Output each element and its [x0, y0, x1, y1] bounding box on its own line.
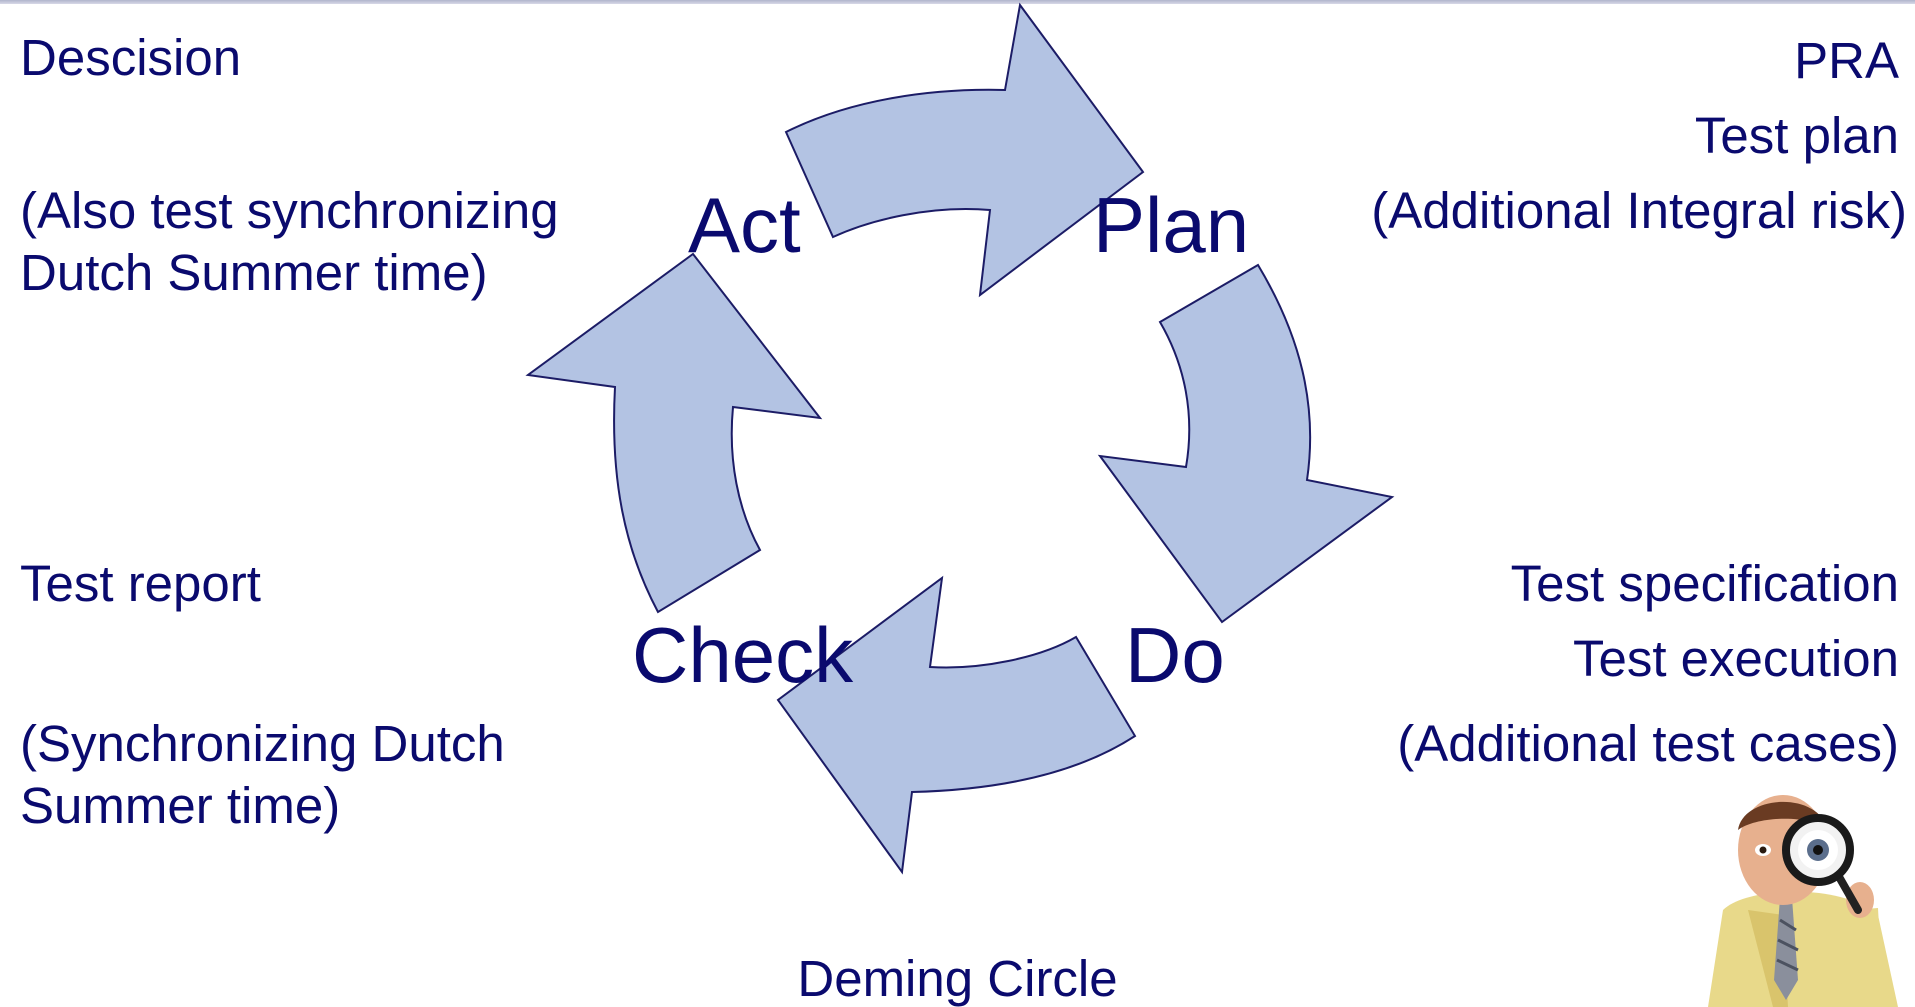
magnifying-glass-person-icon	[1708, 795, 1898, 1007]
phase-label-do: Do	[1125, 611, 1225, 699]
arrow-act-to-plan	[784, 2, 1145, 298]
top-rule	[0, 0, 1915, 4]
phase-label-plan: Plan	[1093, 181, 1250, 269]
phase-label-act: Act	[688, 181, 801, 269]
phase-label-check: Check	[632, 611, 854, 699]
check-note-test-report: Test report	[20, 555, 261, 612]
arrow-plan-to-do	[1097, 263, 1395, 624]
check-note-summer-time: Summer time)	[20, 777, 341, 834]
do-note-test-specification: Test specification	[1510, 555, 1899, 612]
act-note-synchronizing: (Also test synchronizing	[20, 182, 559, 239]
diagram-caption: Deming Circle	[797, 950, 1118, 1007]
do-note-test-execution: Test execution	[1572, 630, 1899, 687]
arrow-check-to-act	[525, 252, 823, 614]
arrow-do-to-check	[776, 575, 1137, 875]
act-note-summer-time: Dutch Summer time)	[20, 244, 488, 301]
check-note-synchronizing: (Synchronizing Dutch	[20, 715, 505, 772]
plan-note-test-plan: Test plan	[1694, 107, 1899, 164]
do-note-additional-test-cases: (Additional test cases)	[1397, 715, 1899, 772]
plan-note-pra: PRA	[1794, 32, 1899, 89]
plan-note-integral-risk: (Additional Integral risk)	[1371, 182, 1907, 239]
act-note-decision: Descision	[20, 29, 242, 86]
